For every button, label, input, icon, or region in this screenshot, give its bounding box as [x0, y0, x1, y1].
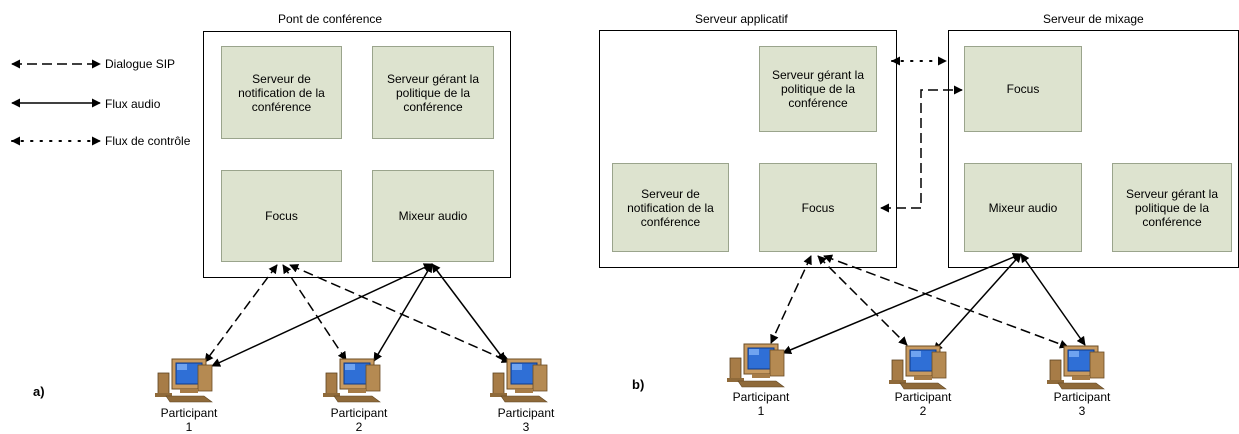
computer-icon-a3 [489, 358, 548, 403]
participant-a3-label: Participant 3 [497, 406, 555, 434]
participant-b1-label: Participant 1 [732, 390, 790, 418]
participant-a2-label: Participant 2 [330, 406, 388, 434]
bridge-title: Pont de conférence [278, 12, 383, 26]
participant-a1-label: Participant 1 [160, 406, 218, 434]
panel-b-label: b) [632, 377, 645, 392]
notification-server-box: Serveur de notification de la conférence [221, 46, 342, 139]
policy-server-box: Serveur gérant la politique de la confér… [372, 46, 494, 139]
participant-b3-label: Participant 3 [1053, 390, 1111, 418]
panel-b-focus-sip-line [880, 85, 963, 213]
app-server-title: Serveur applicatif [695, 12, 788, 26]
computer-icon-b2 [888, 345, 947, 390]
app-policy-server-box: Serveur gérant la politique de la confér… [759, 46, 877, 132]
legend-control-label: Flux de contrôle [105, 134, 191, 148]
app-focus-box: Focus [759, 163, 877, 252]
computer-icon-b3 [1046, 345, 1105, 390]
focus-box: Focus [221, 170, 342, 262]
panel-b-sip-lines [770, 254, 1069, 349]
computer-icon-a2 [322, 358, 381, 403]
mix-server-title: Serveur de mixage [1043, 12, 1144, 26]
legend-sip-label: Dialogue SIP [105, 57, 176, 71]
mix-focus-box: Focus [964, 46, 1082, 132]
legend-audio-label: Flux audio [105, 97, 161, 111]
mix-audio-mixer-box: Mixeur audio [964, 163, 1082, 252]
panel-a-audio-lines [211, 263, 506, 367]
panel-b-audio-lines [782, 252, 1086, 355]
computer-icon-b1 [726, 343, 785, 388]
mix-policy-server-box: Serveur gérant la politique de la confér… [1112, 163, 1232, 252]
app-notification-server-box: Serveur de notification de la conférence [612, 163, 729, 252]
computer-icon-a1 [154, 358, 213, 403]
audio-mixer-box: Mixeur audio [372, 170, 494, 262]
participant-b2-label: Participant 2 [894, 390, 952, 418]
panel-a-label: a) [33, 384, 45, 399]
